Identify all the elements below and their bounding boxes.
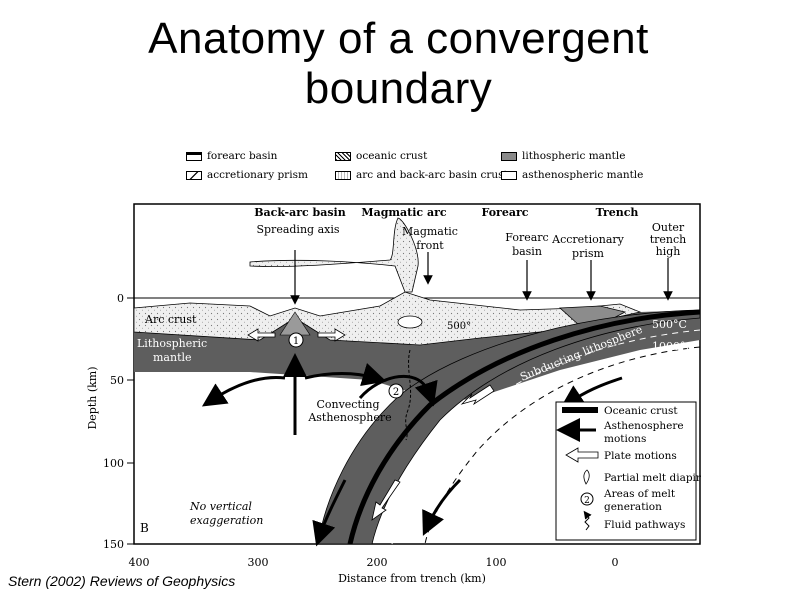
label-no-vertical-2: exaggeration xyxy=(190,514,263,527)
magma-chamber xyxy=(397,315,423,329)
legend-forearc-basin: forearc basin xyxy=(186,150,277,162)
plate-motion-arrow-left xyxy=(247,328,276,342)
label-iso-1000c: 1000°C xyxy=(652,340,694,353)
legend-astheno-1: Asthenosphere xyxy=(603,420,684,432)
legend-asthenospheric-mantle: asthenospheric mantle xyxy=(501,169,643,181)
label-accretionary-1: Accretionary xyxy=(551,233,624,246)
legend-accretionary-prism: accretionary prism xyxy=(186,169,308,181)
y-tick-label-100: 100 xyxy=(103,457,124,470)
oceanic-crust-swatch xyxy=(335,151,351,161)
forearc-basin-swatch xyxy=(186,151,202,161)
label-accretionary-2: prism xyxy=(572,247,604,260)
x-tick-label-300: 300 xyxy=(248,556,269,569)
plate-motion-arrow-right xyxy=(317,328,346,342)
legend-lithospheric-mantle-label: lithospheric mantle xyxy=(522,150,626,162)
astheno-arrow-wedge xyxy=(422,478,462,536)
label-forearc-basin-1: Forearc xyxy=(505,231,548,244)
legend-astheno-2: motions xyxy=(604,433,646,445)
melt-marker-2-label: 2 xyxy=(393,387,399,398)
label-forearc-basin-2: basin xyxy=(512,245,542,258)
x-axis-label: Distance from trench (km) xyxy=(338,572,486,585)
volcanic-plume xyxy=(249,217,419,293)
panel-label: B xyxy=(140,521,149,535)
process-legend: Oceanic crust Asthenosphere motions Plat… xyxy=(555,401,702,541)
x-tick-label-200: 200 xyxy=(367,556,388,569)
legend-diapir: Partial melt diapir xyxy=(604,472,702,484)
header-outer-2: trench xyxy=(650,233,687,246)
astheno-arrow-right xyxy=(304,363,387,387)
y-axis-label: Depth (km) xyxy=(86,366,99,429)
melt-diapir xyxy=(405,349,412,441)
astheno-arrow-down-left xyxy=(312,479,347,547)
label-magmatic-front-1: Magmatic xyxy=(402,225,458,238)
x-tick-label-0: 0 xyxy=(612,556,619,569)
y-ticks: 0 50 100 150 xyxy=(103,292,134,551)
accretionary-prism-swatch xyxy=(186,170,202,180)
x-tick-label-100: 100 xyxy=(486,556,507,569)
header-forearc: Forearc xyxy=(482,206,529,219)
slide-title: Anatomy of a convergent boundary xyxy=(0,14,797,114)
legend-melt-marker xyxy=(580,492,594,506)
legend-lithospheric-mantle: lithospheric mantle xyxy=(501,150,625,162)
melt-marker-1 xyxy=(288,332,304,348)
oceanic-crust-line xyxy=(347,309,701,545)
legend-oceanic-crust-text: Oceanic crust xyxy=(604,405,678,417)
legend-oceanic-crust-swatch xyxy=(562,407,598,413)
title-line-1: Anatomy of a convergent xyxy=(148,14,649,63)
y-tick-label-150: 150 xyxy=(103,538,124,551)
y-tick-label-50: 50 xyxy=(110,374,124,387)
x-ticks: 400 300 200 100 0 xyxy=(129,556,619,569)
legend-plate-arrow xyxy=(565,447,599,463)
legend-melt-marker-num: 2 xyxy=(584,496,590,506)
astheno-arrow-under-slab xyxy=(560,376,623,409)
legend-fluid: Fluid pathways xyxy=(604,519,685,531)
isotherm-1000c xyxy=(424,346,701,545)
material-legend: forearc basin oceanic crust lithospheric… xyxy=(183,150,653,186)
legend-oceanic-crust-label: oceanic crust xyxy=(356,150,428,162)
header-magmatic-arc: Magmatic arc xyxy=(361,206,446,219)
legend-asthenospheric-mantle-label: asthenospheric mantle xyxy=(522,169,644,181)
label-arc-crust: Arc crust xyxy=(144,313,197,326)
isotherm-500c xyxy=(391,329,701,545)
header-outer-3: high xyxy=(656,245,681,258)
legend-oceanic-crust: oceanic crust xyxy=(335,150,427,162)
legend-diapir-icon xyxy=(583,469,590,485)
label-iso-500: 500° xyxy=(447,321,471,332)
header-backarc: Back-arc basin xyxy=(254,206,346,219)
melt-marker-2 xyxy=(388,383,404,399)
label-spreading-axis: Spreading axis xyxy=(256,223,339,236)
asthenospheric-mantle-swatch xyxy=(501,170,517,180)
label-no-vertical-1: No vertical xyxy=(189,500,252,513)
title-line-2: boundary xyxy=(304,64,493,113)
plate-motion-arrow-slab-lower xyxy=(371,479,401,521)
accretionary-prism-region xyxy=(559,305,627,327)
legend-arc-crust-label: arc and back-arc basin crust xyxy=(356,169,508,181)
astheno-arrow-left xyxy=(201,375,286,407)
legend-melt-1: Areas of melt xyxy=(603,488,676,500)
label-iso-500c: 500°C xyxy=(652,318,687,331)
citation: Stern (2002) Reviews of Geophysics xyxy=(8,573,236,589)
legend-melt-2: generation xyxy=(604,501,662,513)
label-convecting-2: Asthenosphere xyxy=(307,411,391,424)
legend-plate-motions: Plate motions xyxy=(604,450,677,462)
arc-crust-swatch xyxy=(335,170,351,180)
header-outer-1: Outer xyxy=(652,221,685,234)
legend-accretionary-prism-label: accretionary prism xyxy=(207,169,308,181)
x-tick-label-400: 400 xyxy=(129,556,150,569)
legend-forearc-basin-label: forearc basin xyxy=(207,150,278,162)
legend-arc-crust: arc and back-arc basin crust xyxy=(335,169,508,181)
melt-marker-1-label: 1 xyxy=(293,336,299,347)
label-magmatic-front-2: front xyxy=(416,239,444,252)
plate-motion-arrow-slab xyxy=(460,384,495,406)
label-lithospheric-2: mantle xyxy=(153,351,192,364)
legend-fluid-icon xyxy=(583,510,592,531)
y-tick-label-0: 0 xyxy=(117,292,124,305)
header-trench: Trench xyxy=(596,206,639,219)
astheno-arrow-corner xyxy=(358,374,438,407)
lithospheric-mantle-swatch xyxy=(501,151,517,161)
label-lithospheric-1: Lithospheric xyxy=(137,337,207,350)
label-convecting-1: Convecting xyxy=(316,398,379,411)
